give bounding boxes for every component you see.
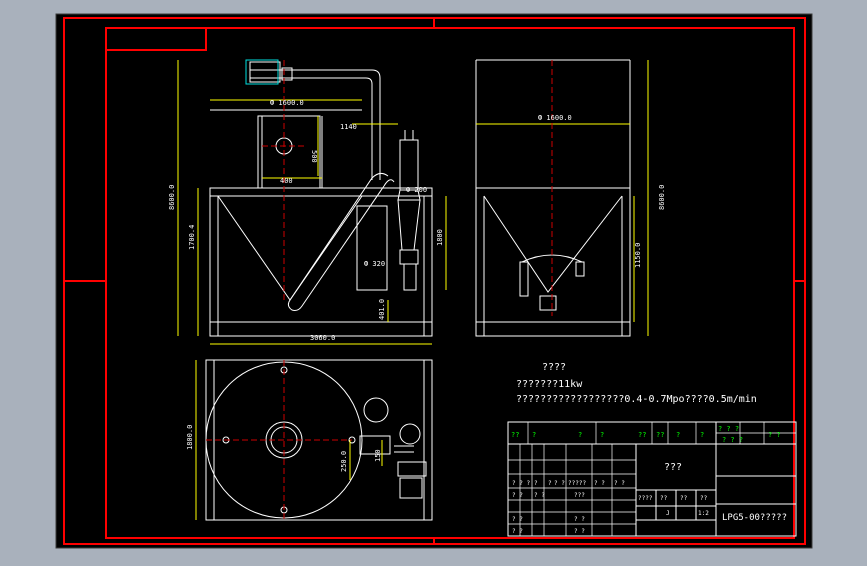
tb-sign-cell-2: ? ? ? [722, 436, 743, 444]
front-dim-400: 400 [280, 177, 293, 185]
side-top-width-label: Ф 1600.0 [538, 114, 572, 122]
front-dim-320: Ф 320 [364, 260, 385, 268]
plan-dim-150: 150 [374, 449, 382, 462]
tb-header-cell-6: ?? [656, 431, 664, 439]
tb-mass-value-2: 1:2 [698, 510, 709, 517]
corner-tag-box [106, 28, 207, 51]
front-dim-1800: 1800 [436, 229, 444, 246]
plan-cyclone-circle [399, 423, 421, 445]
tb-sign-cell-1: ? ? ? [718, 425, 739, 433]
front-inlet-highlight [245, 59, 279, 85]
tb-row-a-7: ? ? [614, 480, 625, 487]
front-dim-200: Ф 200 [406, 186, 427, 194]
notes-title: ???? [542, 362, 566, 373]
front-dim-401: 401.0 [378, 299, 386, 320]
front-chute [287, 172, 389, 311]
technical-notes: ???? ???????11kw ??????????????????0.4-0… [516, 362, 757, 405]
tb-mass-label-2: ?? [660, 495, 668, 502]
tb-row-b-1: ? ? [512, 492, 523, 499]
tb-mass-label-1: ???? [638, 495, 653, 502]
tb-header-cell-3: ? [578, 431, 582, 439]
front-dim-500: 500 [310, 150, 318, 163]
tb-row-b-3: ??? [574, 492, 585, 499]
plan-dim-lines [195, 360, 383, 520]
plan-dim-250: 250.0 [340, 451, 348, 472]
side-arc [521, 254, 583, 263]
tb-row-c-2: ? ? [574, 516, 585, 523]
tb-row-a-4: ? ? [554, 480, 565, 487]
side-dim-lines [476, 60, 649, 336]
notes-line-1: ???????11kw [516, 379, 583, 390]
side-hopper [483, 195, 623, 293]
title-block-body: ? ? ? ? ? ? ? ????? ? ? ? ? ? ? ? ? ??? … [512, 480, 709, 535]
tb-drawing-name: ??? [664, 462, 682, 473]
tb-header-cell-1: ?? [511, 431, 519, 439]
front-base-width: 3060.0 [310, 334, 335, 342]
tb-header-cell-7: ? [676, 431, 680, 439]
tb-header-cell-4: ? [600, 431, 604, 439]
front-total-height: 8600.0 [168, 185, 176, 210]
tb-header-cell-8: ? [700, 431, 704, 439]
tb-header-cell-5: ?? [638, 431, 646, 439]
tb-row-a-1: ? ? ? [512, 480, 530, 487]
tb-row-d-1: ? ? [512, 528, 523, 535]
tb-header-cell-2: ? [532, 431, 536, 439]
front-view [209, 61, 433, 337]
front-bin [356, 205, 388, 291]
tb-row-a-5: ????? [568, 480, 586, 487]
inner-frame [105, 27, 795, 539]
front-frame [209, 187, 433, 337]
front-dim-lines [177, 60, 447, 345]
tb-sign-cell-3: ? ? [768, 431, 781, 439]
plan-width: 1800.0 [186, 425, 194, 450]
front-filter [399, 139, 419, 191]
side-total-height: 8600.0 [658, 185, 666, 210]
front-dim-1140: 1140 [340, 123, 357, 131]
title-block-grid [508, 422, 796, 536]
tb-mass-value-1: J [666, 510, 670, 517]
tb-row-a-6: ? ? [594, 480, 605, 487]
plan-filter-circle [363, 397, 389, 423]
tb-drawing-number: LPG5-00????? [722, 513, 787, 523]
front-top-pipe [250, 69, 381, 180]
tb-mass-label-3: ?? [680, 495, 688, 502]
front-center-lines [262, 60, 306, 300]
notes-line-2: ??????????????????0.4-0.7Mpo????0.5m/min [516, 394, 757, 405]
tb-row-b-2: ? ? [534, 492, 545, 499]
tb-mass-label-4: ?? [700, 495, 708, 502]
tb-row-c-1: ? ? [512, 516, 523, 523]
model-space [55, 13, 813, 549]
tb-row-a-3: ? [548, 480, 552, 487]
side-frame [475, 187, 631, 337]
dimension-text-group: Ф 1600.0 1140 500 400 Ф 200 8600.0 1700.… [168, 99, 666, 472]
tb-row-a-2: ? [534, 480, 538, 487]
tb-row-d-2: ? ? [574, 528, 585, 535]
front-top-width-label: Ф 1600.0 [270, 99, 304, 107]
front-motor-box [257, 115, 321, 189]
side-view [475, 59, 631, 337]
front-hopper-height: 1700.4 [188, 225, 196, 250]
side-lower-height: 1150.0 [634, 243, 642, 268]
title-block-header-row: ?? ? ? ? ?? ?? ? ? ? ? ? ? ? ? ? ? [511, 425, 781, 444]
title-block [507, 421, 797, 537]
plan-center-lines [206, 360, 352, 520]
